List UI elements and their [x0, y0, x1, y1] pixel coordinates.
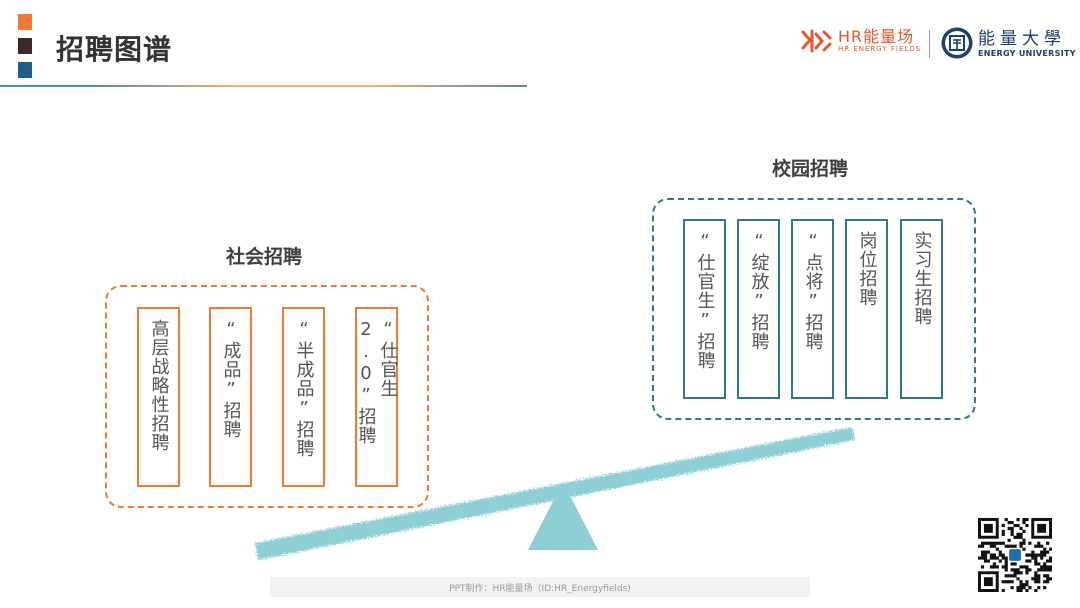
qr-code-icon: [978, 518, 1052, 592]
campus-card-5: 实习生招聘: [900, 219, 943, 399]
social-card-4: “仕官生2.0”招聘: [355, 307, 399, 487]
header-mark-dark: [18, 38, 32, 54]
campus-card-2-label: “绽放”招聘: [748, 231, 770, 351]
social-card-3-label: “半成品”招聘: [293, 319, 315, 458]
campus-card-1: “仕官生”招聘: [683, 219, 726, 399]
social-card-1-label: 高层战略性招聘: [148, 319, 170, 452]
header-divider: [0, 85, 527, 87]
logo-separator: [929, 30, 930, 58]
page-title: 招聘图谱: [56, 33, 173, 66]
campus-card-2: “绽放”招聘: [737, 219, 780, 399]
campus-recruitment-group: [652, 198, 976, 420]
university-seal-icon: [941, 27, 973, 59]
social-recruitment-group: [105, 285, 429, 508]
social-card-2-label: “成品”招聘: [220, 319, 242, 439]
hr-logo-icon: [801, 29, 832, 53]
campus-card-3: “点将”招聘: [791, 219, 834, 399]
campus-card-4: 岗位招聘: [845, 219, 888, 399]
header-mark-orange: [18, 14, 32, 30]
university-logo-name: 能量大學: [978, 28, 1066, 49]
hr-logo: HR能量场 HR ENERGY FIELDS: [800, 28, 921, 54]
social-card-4-label: “仕官生2.0”招聘: [355, 319, 399, 445]
social-card-1: 高层战略性招聘: [137, 307, 180, 487]
header-mark-blue: [18, 62, 32, 78]
university-logo: 能量大學 ENERGY UNIVERSITY: [940, 26, 1076, 60]
social-card-3: “半成品”招聘: [282, 307, 325, 487]
campus-card-4-label: 岗位招聘: [856, 231, 878, 307]
footer-bar: PPT制作：HR能量场（ID:HR_Energyfields): [270, 577, 810, 597]
campus-group-title: 校园招聘: [772, 158, 849, 180]
university-logo-sub: ENERGY UNIVERSITY: [978, 48, 1076, 58]
campus-card-5-label: 实习生招聘: [911, 231, 933, 326]
campus-card-1-label: “仕官生”招聘: [694, 231, 716, 370]
campus-card-3-label: “点将”招聘: [802, 231, 824, 351]
footer-credit: PPT制作：HR能量场（ID:HR_Energyfields): [449, 583, 631, 594]
hr-logo-sub: HR ENERGY FIELDS: [838, 44, 922, 53]
social-card-2: “成品”招聘: [209, 307, 252, 487]
seesaw-fulcrum: [528, 482, 598, 550]
hr-logo-name: HR能量场: [838, 26, 915, 46]
seesaw-plank: [255, 427, 855, 560]
social-group-title: 社会招聘: [226, 246, 303, 268]
